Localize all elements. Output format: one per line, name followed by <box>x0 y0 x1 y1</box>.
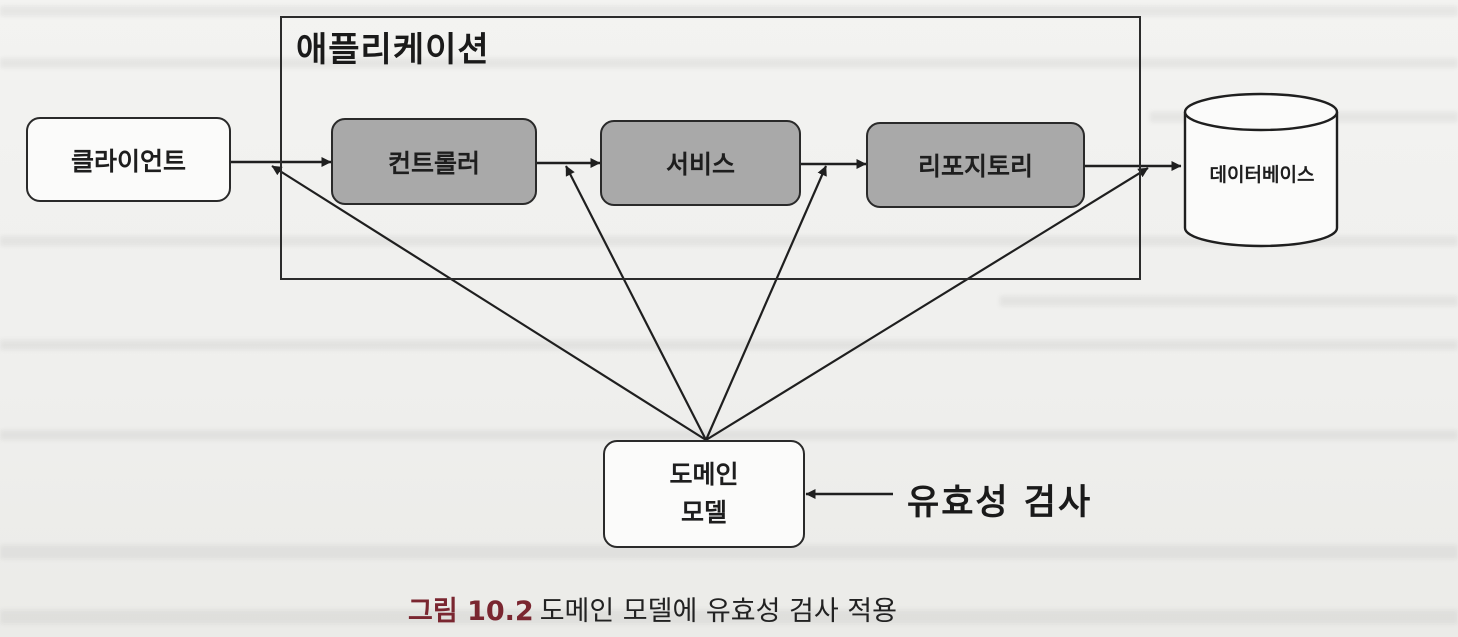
arrow-domain-to-controller-service-link <box>565 165 707 441</box>
application-boundary <box>280 16 1141 280</box>
service-label: 서비스 <box>665 150 735 179</box>
domain-model-line1: 도메인 <box>669 460 739 489</box>
controller-label: 컨트롤러 <box>387 148 480 178</box>
bleed-through-line <box>0 58 1458 68</box>
database-label: 데이터베이스 <box>1209 164 1315 186</box>
domain-model-line2: 모델 <box>680 498 727 527</box>
bleed-through-line <box>0 430 1458 440</box>
figure-caption-text: 도메인 모델에 유효성 검사 적용 <box>539 596 897 627</box>
arrow-domain-to-service-repository-link <box>704 165 828 441</box>
bleed-through-line <box>0 340 1458 350</box>
bleed-through-line <box>0 6 1458 16</box>
bleed-through-line <box>1000 296 1458 306</box>
bleed-through-line <box>0 610 1458 624</box>
domain-model-box: 도메인 모델 <box>603 440 805 548</box>
controller-box: 컨트롤러 <box>331 118 537 205</box>
database-cylinder <box>1183 92 1339 248</box>
bleed-through-line <box>0 545 1458 559</box>
repository-box: 리포지토리 <box>866 122 1085 208</box>
domain-model-label: 도메인 모델 <box>669 456 738 532</box>
bleed-through-line <box>0 236 1458 246</box>
repository-label: 리포지토리 <box>917 152 1033 181</box>
figure-number: 그림 10.2 <box>408 596 534 627</box>
service-box: 서비스 <box>600 120 801 206</box>
arrow-domain-to-repository-database-link <box>705 167 1149 441</box>
validation-label: 유효성 검사 <box>907 483 1093 523</box>
client-label: 클라이언트 <box>70 146 186 176</box>
client-box: 클라이언트 <box>26 117 231 202</box>
application-title: 애플리케이션 <box>296 30 490 70</box>
arrow-domain-to-client-link <box>271 165 707 441</box>
